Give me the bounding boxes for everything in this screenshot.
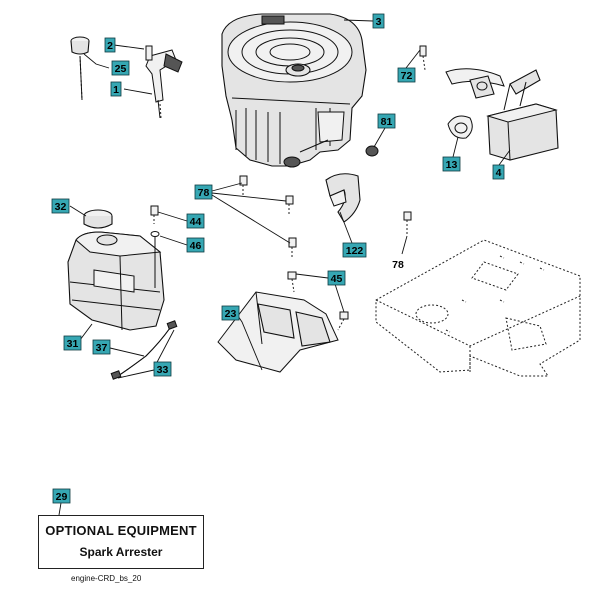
- callout-122: 122: [342, 242, 367, 258]
- callout-81: 81: [377, 113, 396, 129]
- callout-44-label: 44: [190, 216, 202, 228]
- callout-78-label: 78: [198, 187, 210, 199]
- callout-3-label: 3: [376, 16, 382, 28]
- leader-lines: [58, 19, 511, 516]
- callout-23: 23: [221, 305, 240, 321]
- fuel-tank-part: [67, 205, 178, 380]
- callout-29: 29: [52, 488, 71, 504]
- engine-part: [221, 13, 367, 168]
- muffler-part: [419, 45, 559, 161]
- callout-45-label: 45: [331, 273, 343, 285]
- callout-78b-label: 78: [392, 259, 404, 271]
- choke-knob-part: [70, 36, 90, 101]
- callout-3: 3: [372, 13, 385, 29]
- callout-78-plain: 78: [392, 259, 404, 271]
- callout-1: 1: [110, 81, 122, 97]
- callout-46: 46: [186, 237, 205, 253]
- callout-44: 44: [186, 213, 205, 229]
- callout-33-label: 33: [157, 364, 169, 376]
- callout-13-label: 13: [446, 159, 458, 171]
- callout-78: 78: [194, 184, 213, 200]
- callout-2: 2: [104, 37, 116, 53]
- optional-equipment-box: OPTIONAL EQUIPMENT Spark Arrester: [38, 515, 204, 569]
- spark-arrester-label: Spark Arrester: [79, 545, 163, 559]
- callout-4-label: 4: [496, 167, 502, 179]
- callout-29-label: 29: [56, 491, 68, 503]
- callout-32-label: 32: [55, 201, 67, 213]
- callout-4: 4: [492, 164, 505, 180]
- callout-45: 45: [327, 270, 346, 286]
- callout-37-label: 37: [96, 342, 108, 354]
- callout-32: 32: [51, 198, 70, 214]
- callout-25: 25: [111, 60, 130, 76]
- diagram-reference-code: engine-CRD_bs_20: [71, 574, 142, 583]
- optional-equipment-title: OPTIONAL EQUIPMENT: [45, 523, 197, 538]
- callout-72-label: 72: [401, 70, 413, 82]
- callout-81-label: 81: [381, 116, 393, 128]
- nut-part: [365, 145, 379, 157]
- callout-72: 72: [397, 67, 416, 83]
- callout-1-label: 1: [113, 84, 119, 96]
- callout-33: 33: [153, 361, 172, 377]
- deflector-part: [325, 173, 361, 223]
- bolts-part: [239, 175, 412, 258]
- frame-part: [375, 239, 581, 377]
- callout-23-label: 23: [225, 308, 237, 320]
- callout-37: 37: [92, 339, 111, 355]
- callout-13: 13: [442, 156, 461, 172]
- callout-122-label: 122: [346, 245, 364, 257]
- heat-shield-part: [217, 271, 349, 373]
- callout-46-label: 46: [190, 240, 202, 252]
- callout-25-label: 25: [115, 63, 127, 75]
- callout-2-label: 2: [107, 40, 113, 52]
- callout-31: 31: [63, 335, 82, 351]
- throttle-bracket-part: [145, 45, 183, 119]
- callout-31-label: 31: [67, 338, 79, 350]
